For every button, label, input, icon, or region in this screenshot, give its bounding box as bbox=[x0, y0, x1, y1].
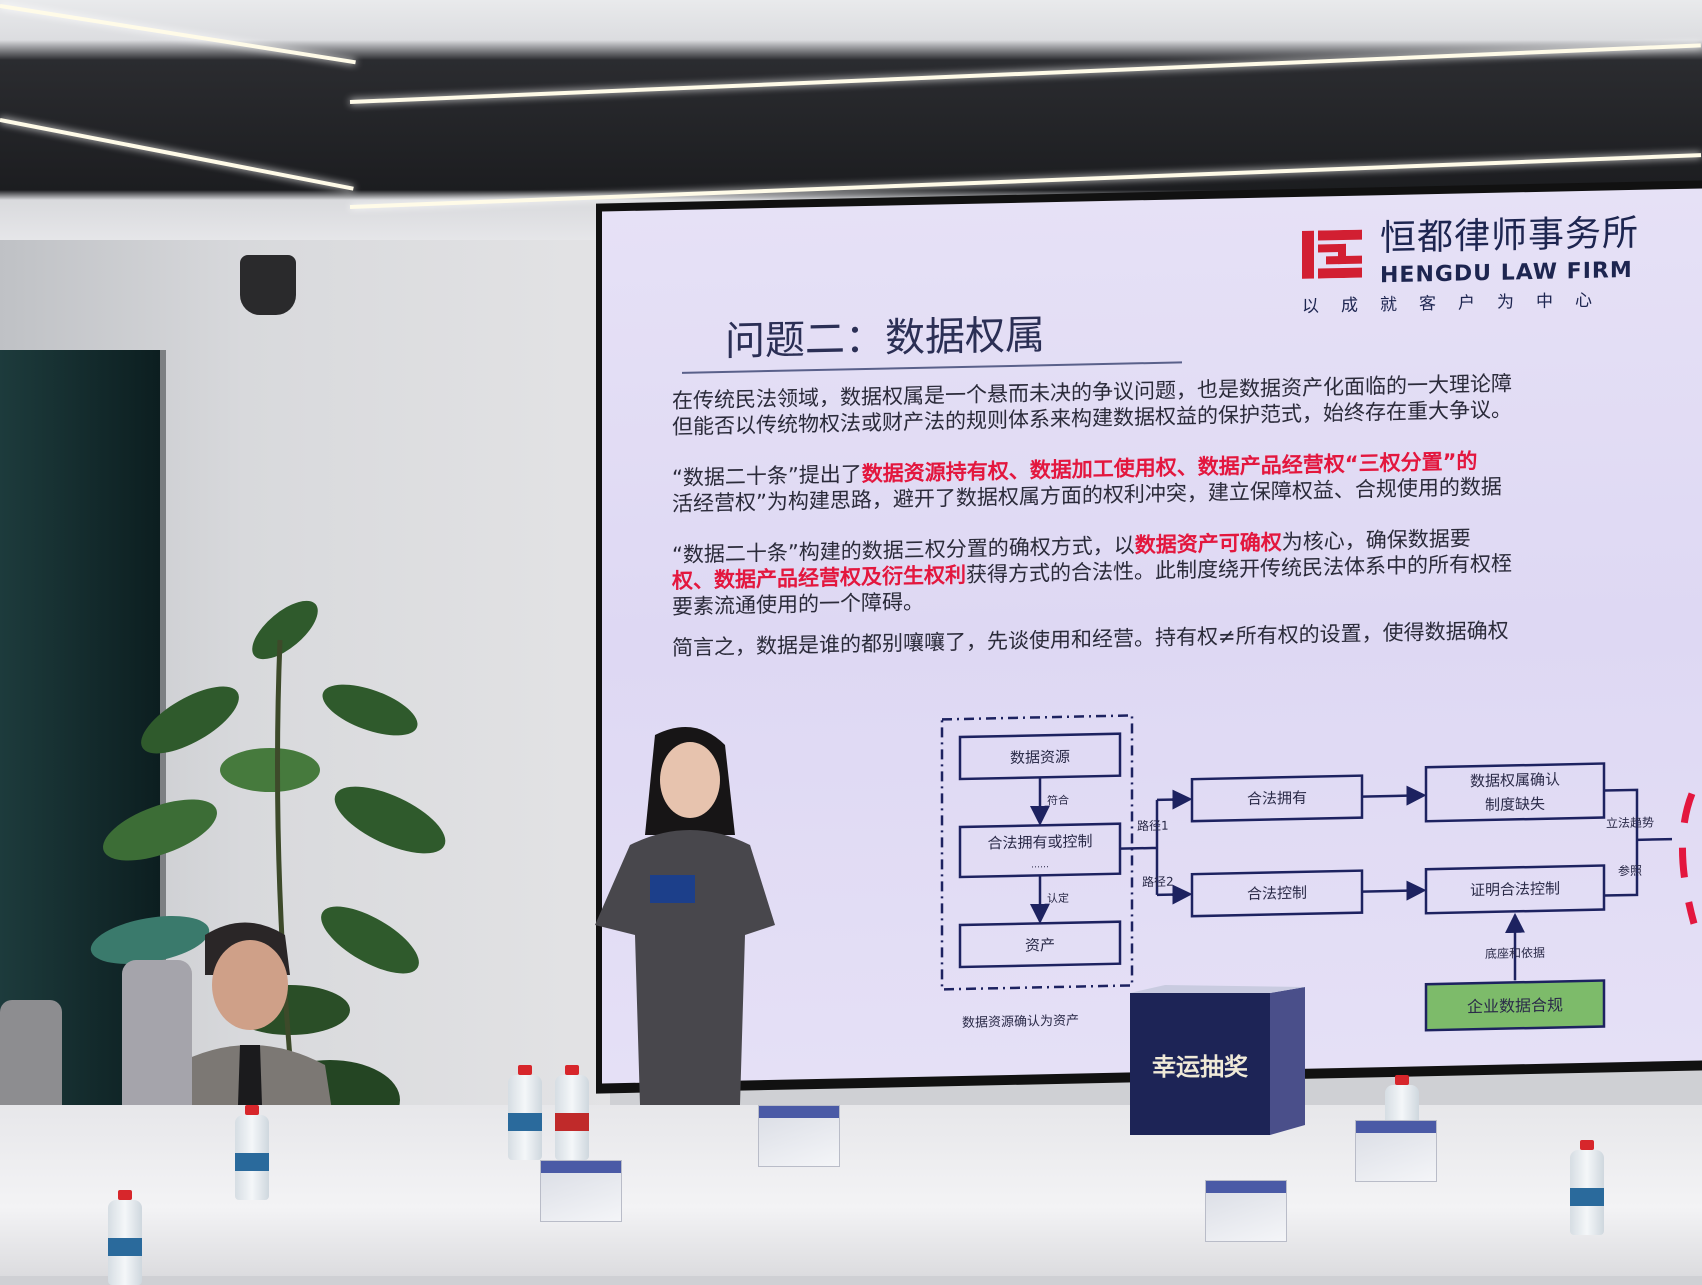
text-legal-possession-control: 合法拥有或控制 bbox=[987, 832, 1092, 852]
hengdu-logo-mark-icon bbox=[1302, 230, 1362, 279]
name-card bbox=[540, 1160, 622, 1222]
body-text: 要素流通使用的一个障碍。 bbox=[672, 590, 924, 619]
lucky-draw-label: 幸运抽奖 bbox=[1152, 1053, 1249, 1081]
water-bottle bbox=[1570, 1150, 1604, 1235]
text-path2: 路径2 bbox=[1142, 874, 1174, 890]
text-recognize: 认定 bbox=[1047, 891, 1069, 905]
red-bracket-mark bbox=[1682, 794, 1694, 924]
text-ellipsis: …… bbox=[1031, 860, 1049, 870]
security-camera bbox=[240, 255, 296, 315]
slide-paragraph: 在传统民法领域，数据权属是一个悬而未决的争议问题，也是数据资产化面临的一大理论障… bbox=[672, 370, 1512, 440]
text-ownership-gap-1: 数据权属确认 bbox=[1470, 770, 1560, 790]
water-bottle bbox=[508, 1075, 542, 1160]
text-conform: 符合 bbox=[1047, 793, 1069, 807]
microphone-flag bbox=[650, 875, 695, 903]
highlighted-text: 数据资产可确权 bbox=[1135, 530, 1282, 557]
slide-paragraph: “数据二十条”提出了数据资源持有权、数据加工使用权、数据产品经营权“三权分置”的… bbox=[672, 448, 1502, 517]
water-bottle bbox=[555, 1075, 589, 1160]
text-legal-control: 合法控制 bbox=[1247, 884, 1307, 903]
slide-title: 问题二：数据权属 bbox=[725, 312, 1045, 365]
slide-paragraph: “数据二十条”构建的数据三权分置的确权方式，以数据资产可确权为核心，确保数据要权… bbox=[672, 524, 1512, 620]
body-text: 为核心，确保数据要 bbox=[1282, 526, 1471, 554]
body-text: 简言之，数据是谁的都别嚷嚷了，先谈使用和经营。持有权≠所有权的设置，使得数据确权 bbox=[672, 619, 1509, 661]
text-reference: 参照 bbox=[1618, 863, 1642, 879]
presenter bbox=[575, 725, 805, 1125]
text-ownership-gap-2: 制度缺失 bbox=[1485, 795, 1545, 814]
name-card bbox=[1355, 1120, 1437, 1182]
text-prove-control: 证明合法控制 bbox=[1470, 879, 1560, 899]
slide-paragraph: 简言之，数据是谁的都别嚷嚷了，先谈使用和经营。持有权≠所有权的设置，使得数据确权 bbox=[672, 618, 1509, 662]
body-text: “数据二十条”提出了 bbox=[672, 462, 862, 490]
lucky-draw-box: 幸运抽奖 bbox=[1130, 985, 1305, 1135]
text-path1: 路径1 bbox=[1137, 818, 1169, 834]
text-legislation-trend: 立法趋势 bbox=[1606, 814, 1654, 830]
logo-name-en: HENGDU LAW FIRM bbox=[1380, 258, 1633, 289]
text-compliance: 企业数据合规 bbox=[1467, 995, 1563, 1016]
water-bottle bbox=[235, 1115, 269, 1200]
text-asset: 资产 bbox=[1025, 936, 1055, 955]
name-card bbox=[758, 1105, 840, 1167]
text-legal-possession: 合法拥有 bbox=[1247, 789, 1307, 808]
logo-slogan: 以成就客户为中心 bbox=[1302, 290, 1614, 317]
text-dashed-group-caption: 数据资源确认为资产 bbox=[962, 1014, 1079, 1031]
rights-flow-diagram: 数据资源 符合 合法拥有或控制 …… 认定 资产 数据资源确认为资产 路径1 路… bbox=[932, 693, 1702, 1049]
logo-name-cn: 恒都律师事务所 bbox=[1380, 214, 1639, 259]
text-data-resource: 数据资源 bbox=[1010, 748, 1070, 767]
name-card bbox=[1205, 1180, 1287, 1242]
paragraph-line: 简言之，数据是谁的都别嚷嚷了，先谈使用和经营。持有权≠所有权的设置，使得数据确权 bbox=[672, 618, 1509, 662]
text-basis: 底座和依据 bbox=[1485, 945, 1545, 961]
water-bottle bbox=[108, 1200, 142, 1285]
